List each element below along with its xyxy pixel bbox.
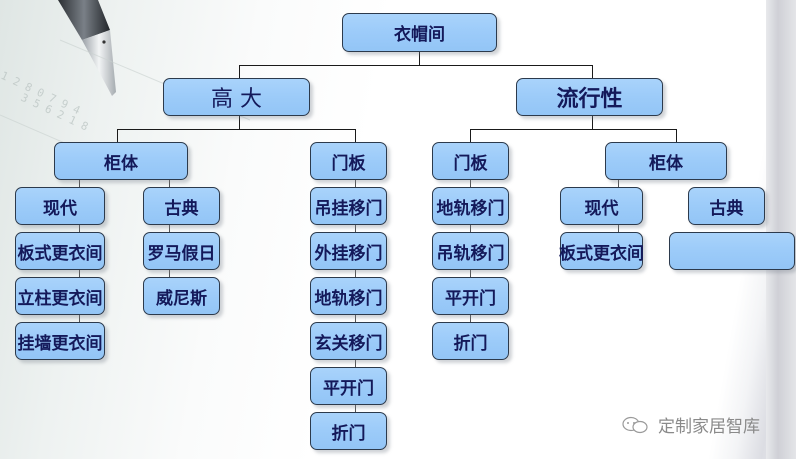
node-right-door-panel[interactable]: 门板 <box>432 142 509 180</box>
list-item[interactable]: 折门 <box>432 322 509 360</box>
connector <box>419 52 420 65</box>
list-item[interactable]: 威尼斯 <box>143 277 220 315</box>
connector <box>169 180 170 187</box>
list-item[interactable]: 地轨移门 <box>310 277 387 315</box>
node-right-classic[interactable]: 古典 <box>688 187 765 225</box>
node-right-modern[interactable]: 现代 <box>560 187 643 225</box>
list-item[interactable]: 玄关移门 <box>310 322 387 360</box>
node-left-door-panel[interactable]: 门板 <box>310 142 387 180</box>
connector <box>470 129 471 142</box>
list-item[interactable]: 板式更衣间 <box>559 232 644 270</box>
connector <box>676 129 677 142</box>
list-item[interactable]: 平开门 <box>310 367 387 405</box>
svg-text:1 2 8 0 7 9 4: 1 2 8 0 7 9 4 <box>0 69 83 117</box>
watermark-text: 定制家居智库 <box>658 417 760 437</box>
connector <box>592 116 593 129</box>
node-root-closet[interactable]: 衣帽间 <box>342 13 497 52</box>
list-item[interactable]: 吊轨移门 <box>432 232 509 270</box>
node-left-modern[interactable]: 现代 <box>15 187 105 225</box>
node-right-cabinet[interactable]: 柜体 <box>605 142 727 180</box>
list-item[interactable]: 吊挂移门 <box>310 187 387 225</box>
connector <box>117 129 356 130</box>
connector <box>117 129 118 142</box>
connector <box>355 129 356 142</box>
connector <box>239 65 593 66</box>
list-item[interactable]: 平开门 <box>432 277 509 315</box>
connector <box>470 129 677 130</box>
connector <box>79 225 80 325</box>
connector <box>618 225 619 235</box>
svg-text:3 5 6 2 1 8: 3 5 6 2 1 8 <box>19 91 91 134</box>
node-trendy[interactable]: 流行性 <box>516 78 663 116</box>
node-tall-large[interactable]: 高 大 <box>163 78 310 116</box>
watermark: 定制家居智库 <box>620 412 760 437</box>
wechat-icon <box>622 416 648 433</box>
right-edge-shade <box>766 0 796 459</box>
list-item[interactable]: 外挂移门 <box>310 232 387 270</box>
connector <box>592 65 593 78</box>
list-item[interactable]: 挂墙更衣间 <box>15 322 105 360</box>
list-item[interactable]: 罗马假日 <box>143 232 220 270</box>
connector <box>618 180 619 187</box>
node-left-cabinet[interactable]: 柜体 <box>54 142 188 180</box>
connector <box>79 180 80 187</box>
connector <box>239 65 240 78</box>
connector <box>239 116 240 129</box>
list-item[interactable]: 地轨移门 <box>432 187 509 225</box>
list-item[interactable]: 板式更衣间 <box>15 232 105 270</box>
node-left-classic[interactable]: 古典 <box>143 187 220 225</box>
list-item[interactable]: 立柱更衣间 <box>15 277 105 315</box>
list-item[interactable]: 折门 <box>310 412 387 450</box>
empty-node[interactable] <box>669 232 795 270</box>
